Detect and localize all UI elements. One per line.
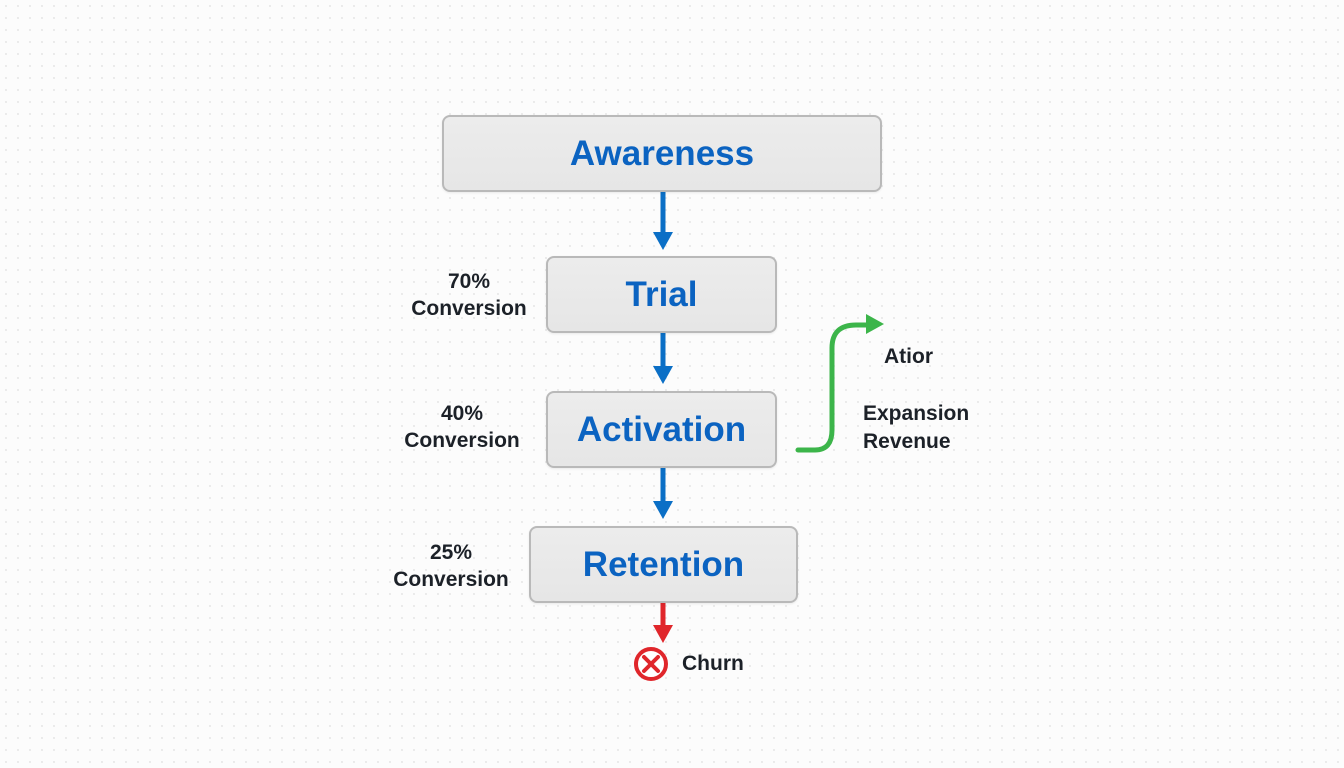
stage-activation-label: Activation [576,409,747,449]
conversion-rate: 25% [429,541,473,564]
conversion-text: Conversion [393,568,509,591]
conversion-text: Conversion [404,429,520,452]
stage-awareness: Awareness [442,115,882,192]
conversion-rate: 40% [440,402,484,425]
arrow-activation-to-retention [653,468,673,519]
conversion-text: Conversion [411,297,527,320]
expansion-line2: Revenue [863,430,951,453]
arrow-retention-to-churn [653,603,673,643]
expansion-line1: Expansion [863,402,970,425]
stage-trial-label: Trial [625,274,698,314]
conversion-label-retention: 25% Conversion [380,539,522,593]
stage-activation: Activation [546,391,777,468]
arrow-trial-to-activation [653,333,673,384]
conversion-rate: 70% [447,270,491,293]
stage-awareness-label: Awareness [569,133,755,173]
churn-label: Churn [682,652,744,675]
stage-retention: Retention [529,526,798,603]
x-circle-icon [634,647,668,681]
conversion-label-trial: 70% Conversion [398,268,540,322]
arrow-expansion-revenue [795,314,884,453]
stage-trial: Trial [546,256,777,333]
stage-retention-label: Retention [582,544,745,584]
expansion-revenue-label: Expansion Revenue [863,400,969,456]
conversion-label-activation: 40% Conversion [391,400,533,454]
arrow-awareness-to-trial [653,192,673,250]
expansion-top-label: Atior [884,345,933,368]
